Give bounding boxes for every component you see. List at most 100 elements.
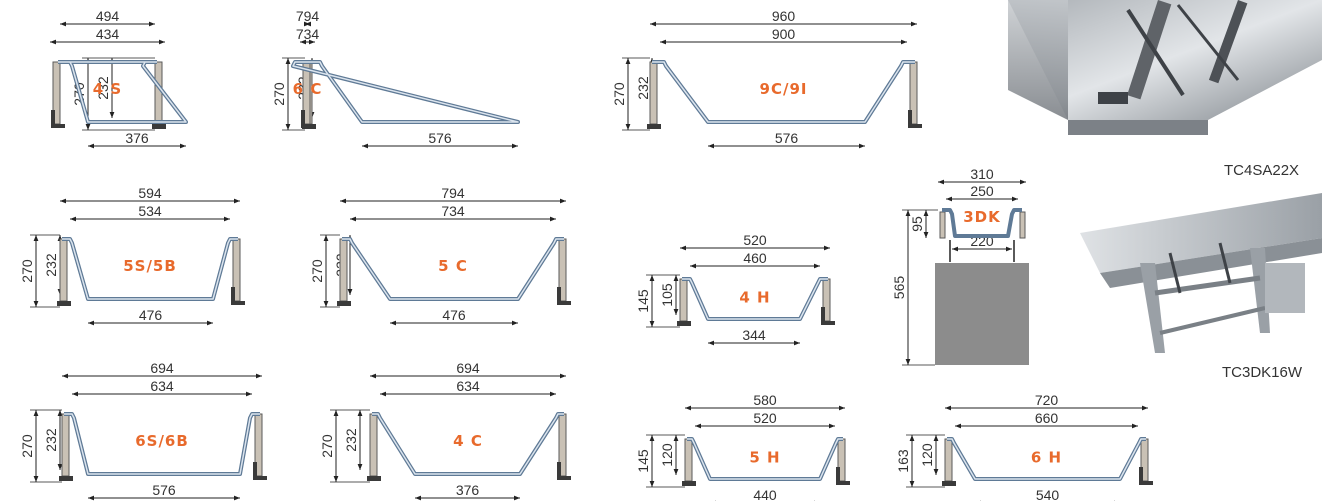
left-support-post <box>939 211 946 239</box>
right-support-post <box>558 238 567 302</box>
right-support-post <box>232 238 241 302</box>
left-post-foot <box>57 301 71 306</box>
trough-profile-highlight <box>62 238 238 300</box>
total-height-dimension-value: 270 <box>71 82 87 106</box>
wall-height-dimension-value: 232 <box>95 76 111 100</box>
trough-profile <box>947 437 1146 481</box>
trough-model-label: 3DK <box>963 208 1001 226</box>
right-post-clamp <box>231 287 235 305</box>
bottom-width-dimension-value: 440 <box>753 487 777 501</box>
photo-caption-tc3dk16w: TC3DK16W <box>1222 364 1303 381</box>
total-height-dimension-value: 163 <box>895 449 911 473</box>
total-height-dimension-value: 270 <box>611 82 627 106</box>
right-post-clamp <box>301 110 305 128</box>
bottom-width-dimension-value: 576 <box>775 130 799 146</box>
left-support-post <box>154 61 163 125</box>
right-support-post <box>822 278 831 322</box>
inner-width-dimension-value: 634 <box>150 378 174 394</box>
inner-width-dimension-value: 734 <box>296 26 320 42</box>
right-post-foot <box>557 301 571 305</box>
wall-height-dimension-value: 232 <box>333 253 349 277</box>
left-post-foot <box>152 124 166 129</box>
wall-height-dimension-value: 105 <box>659 283 675 307</box>
wall-height-dimension-value: 95 <box>909 216 925 232</box>
wall-height-dimension-value: 232 <box>43 428 59 452</box>
bottom-width-dimension-value: 476 <box>139 307 163 323</box>
right-support-post <box>52 61 61 125</box>
trough-model-label: 5 H <box>749 449 780 467</box>
wall-height-dimension-value: 120 <box>659 443 675 467</box>
outer-width-dimension-value: 580 <box>753 392 777 408</box>
right-post-foot <box>253 476 267 480</box>
wall-height-dimension-value: 232 <box>295 76 311 100</box>
wall-height-dimension-value: 120 <box>919 443 935 467</box>
trough-model-label: 5S/5B <box>123 257 177 275</box>
right-post-clamp <box>836 467 840 485</box>
left-post-foot <box>942 481 956 486</box>
inner-width-dimension-value: 534 <box>138 203 162 219</box>
right-post-clamp <box>557 462 561 480</box>
right-support-post <box>558 413 567 477</box>
inner-width-dimension-value: 520 <box>753 410 777 426</box>
outer-width-dimension-value: 794 <box>441 185 465 201</box>
trough-profile <box>291 60 520 124</box>
trough-profile <box>682 277 828 321</box>
right-post-clamp <box>557 287 561 305</box>
inner-width-dimension-value: 434 <box>96 26 120 42</box>
right-support-post <box>302 61 311 125</box>
trough-profile <box>652 60 915 124</box>
bottom-width-dimension-value: 220 <box>970 233 994 249</box>
right-post-clamp <box>821 307 825 325</box>
right-post-foot <box>836 481 850 485</box>
inner-width-dimension-value: 734 <box>441 203 465 219</box>
trough-profile <box>62 237 238 301</box>
product-photo-tc3dk16w <box>1070 183 1322 363</box>
right-post-foot <box>908 124 922 128</box>
left-post-foot <box>59 476 73 481</box>
bottom-width-dimension-value: 376 <box>456 482 480 498</box>
bottom-width-dimension-value: 376 <box>125 130 149 146</box>
right-post-clamp <box>253 462 257 480</box>
outer-width-dimension-value: 694 <box>150 360 174 376</box>
total-height-dimension-value: 270 <box>309 259 325 283</box>
outer-width-dimension-value: 720 <box>1035 392 1059 408</box>
conveyor-image <box>1008 0 1322 135</box>
total-height-dimension-value: 145 <box>635 449 651 473</box>
wall-height-dimension-value: 232 <box>43 253 59 277</box>
bottom-width-dimension-value: 576 <box>152 482 176 498</box>
left-support-post <box>59 238 68 302</box>
trough-profile <box>372 412 564 476</box>
right-post-clamp <box>1139 467 1143 485</box>
left-post-foot <box>677 321 691 326</box>
total-height-dimension-value: 270 <box>19 434 35 458</box>
inner-width-dimension-value: 634 <box>456 378 480 394</box>
right-post-clamp <box>908 110 912 128</box>
trough-profile <box>687 437 843 481</box>
right-support-post <box>909 61 918 125</box>
inner-width-dimension-value: 250 <box>970 183 994 199</box>
total-height-dimension-value: 270 <box>19 259 35 283</box>
left-support-post <box>944 438 953 482</box>
right-support-post <box>1019 211 1026 239</box>
right-support-post <box>837 438 846 482</box>
trough-profile-highlight <box>372 413 564 475</box>
photo-caption-tc4sa22x: TC4SA22X <box>1224 162 1300 179</box>
product-photo-tc4sa22x <box>1008 0 1322 160</box>
outer-width-dimension-value: 694 <box>456 360 480 376</box>
right-support-post <box>1140 438 1149 482</box>
left-support-post <box>679 278 688 322</box>
right-post-foot <box>1139 481 1153 485</box>
trough-profile-highlight <box>342 238 564 300</box>
trough-model-label: 9C/9I <box>760 80 808 98</box>
left-post-foot <box>337 301 351 306</box>
trough-model-label: 5 C <box>438 257 468 275</box>
outer-width-dimension-value: 794 <box>296 8 320 24</box>
outer-width-dimension-value: 520 <box>743 232 767 248</box>
inner-width-dimension-value: 900 <box>772 26 796 42</box>
outer-width-dimension-value: 494 <box>96 8 120 24</box>
bottom-width-dimension-value: 476 <box>442 307 466 323</box>
trough-profile-highlight <box>687 438 843 480</box>
trough-model-label: 4 S <box>93 80 122 98</box>
trough-profile-highlight <box>292 61 519 123</box>
